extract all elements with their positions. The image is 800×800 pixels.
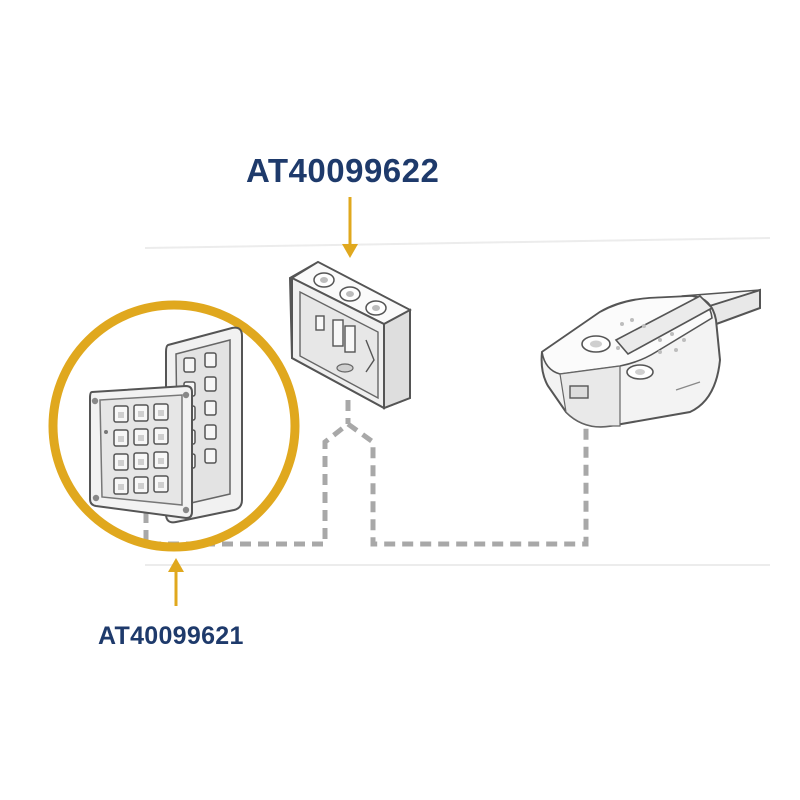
- pointer-arrow-top: [342, 197, 358, 258]
- background-guides: [144, 237, 771, 566]
- keypad-icon: [89, 384, 193, 520]
- keypad-part-number: AT40099621: [98, 622, 244, 650]
- junction-box-icon: [288, 260, 412, 410]
- highlight-ring: [48, 300, 300, 552]
- wire-keypad-to-box: [143, 422, 350, 547]
- pointer-arrow-bottom: [168, 558, 184, 606]
- gate-operator-icon: [540, 288, 761, 428]
- wiring-dashes: [143, 400, 589, 547]
- wire-box-to-operator: [346, 415, 589, 547]
- junction-box-part-number: AT40099622: [246, 152, 440, 189]
